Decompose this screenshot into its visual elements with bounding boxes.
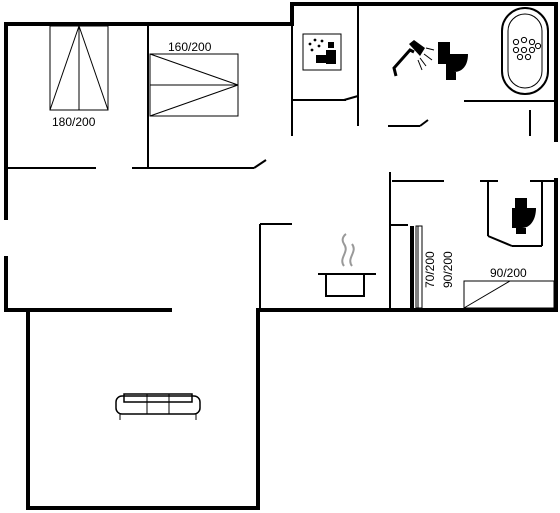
- bed-label-180-200: 180/200: [52, 115, 96, 129]
- bed-90-200: [463, 280, 555, 309]
- outer-walls: [4, 2, 558, 510]
- kitchen-pot-icon: [318, 233, 376, 297]
- bed-label-90-200-horizontal: 90/200: [490, 266, 527, 280]
- sofa-icon: [115, 393, 201, 420]
- toilet-icon: [438, 42, 468, 80]
- single-beds: [410, 225, 423, 309]
- bed-label-160-200: 160/200: [168, 40, 212, 54]
- bed-label-90-200-vertical: 90/200: [441, 251, 455, 288]
- bed-160-200: [149, 53, 239, 117]
- toilet-icon-2: [512, 198, 536, 234]
- shower-icon: [392, 40, 435, 77]
- bed-label-70-200: 70/200: [423, 251, 437, 288]
- sauna-icon: [302, 33, 342, 71]
- whirlpool-bath-icon: [501, 7, 549, 95]
- interior-walls: [8, 4, 556, 310]
- bed-180-200: [49, 25, 109, 111]
